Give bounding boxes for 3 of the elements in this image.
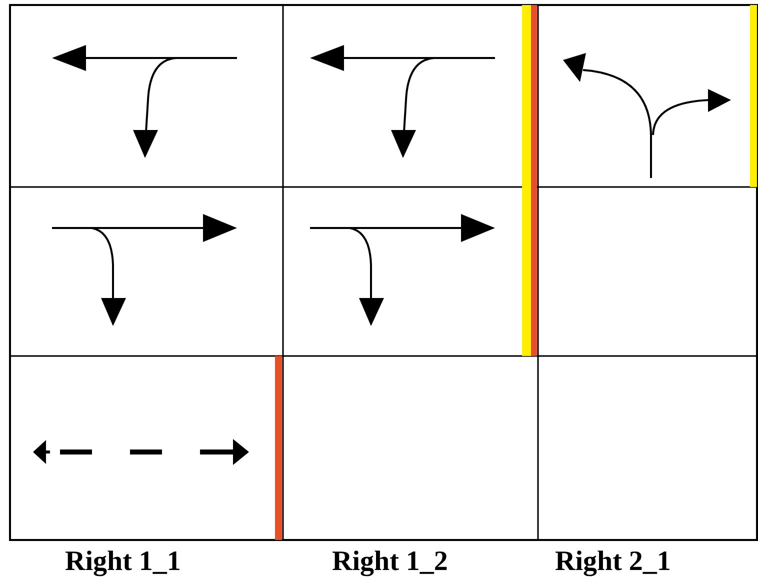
column-label: Right 1_2 <box>332 546 448 578</box>
column-label: Right 1_1 <box>65 546 181 578</box>
column-label: Right 2_1 <box>555 546 671 578</box>
